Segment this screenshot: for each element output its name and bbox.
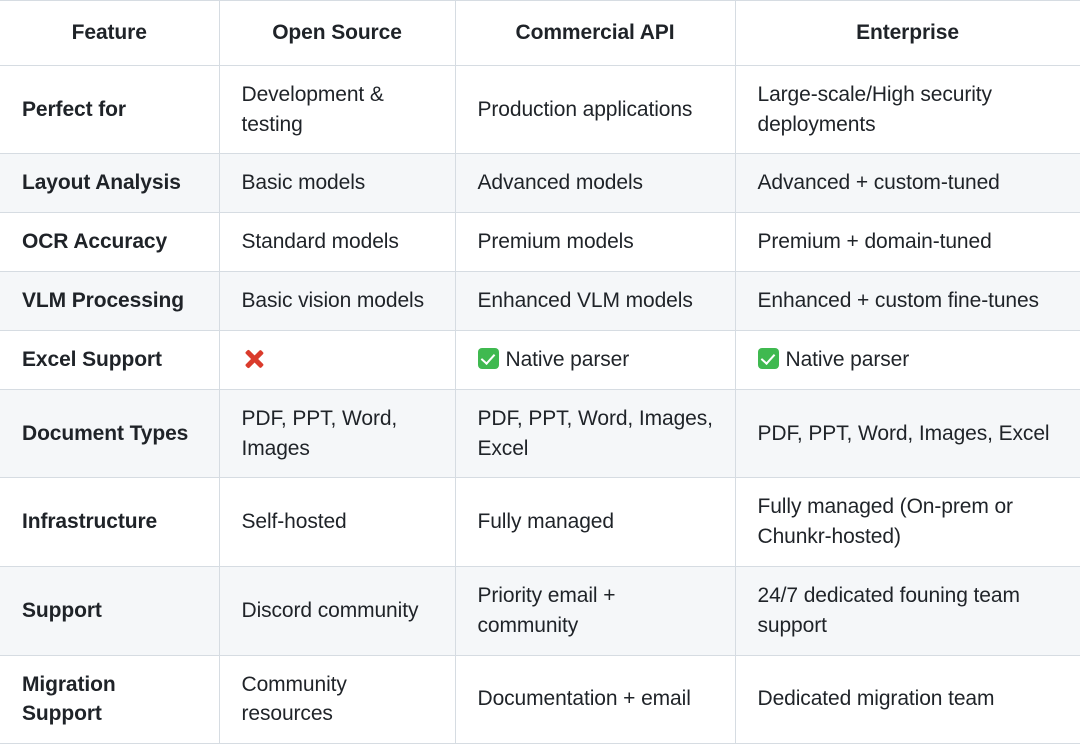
row-label-support: Support — [0, 566, 220, 656]
cell-commercial-api: Documentation + email — [455, 655, 736, 745]
cell-commercial-api: Enhanced VLM models — [455, 271, 736, 331]
cell-open-source: PDF, PPT, Word, Images — [219, 389, 456, 479]
row-label-excel-support: Excel Support — [0, 330, 220, 390]
cell-commercial-api: Premium models — [455, 212, 736, 273]
cell-commercial-api-label: Native parser — [505, 347, 630, 371]
cell-enterprise: Enhanced + custom fine-tunes — [735, 271, 1080, 331]
row-label-vlm-processing: VLM Processing — [0, 271, 220, 331]
row-label-ocr-accuracy: OCR Accuracy — [0, 212, 220, 273]
table-row: OCR Accuracy Standard models Premium mod… — [0, 212, 1080, 273]
table-row: VLM Processing Basic vision models Enhan… — [0, 271, 1080, 331]
cell-enterprise: 24/7 dedicated founing team support — [735, 566, 1080, 656]
table-row: Migration Support Community resources Do… — [0, 655, 1080, 745]
cell-commercial-api: Priority email + community — [455, 566, 736, 656]
cell-open-source: Basic vision models — [219, 271, 456, 331]
row-label-perfect-for: Perfect for — [0, 65, 220, 155]
cell-enterprise: Native parser — [735, 330, 1080, 390]
table-header: Feature Open Source Commercial API Enter… — [0, 0, 1080, 66]
table-body: Perfect for Development & testing Produc… — [0, 65, 1080, 745]
column-header-enterprise: Enterprise — [735, 0, 1080, 66]
cell-open-source: Standard models — [219, 212, 456, 273]
check-mark-button-icon — [757, 347, 779, 369]
table-row: Perfect for Development & testing Produc… — [0, 65, 1080, 155]
row-label-infrastructure: Infrastructure — [0, 477, 220, 567]
cell-enterprise: PDF, PPT, Word, Images, Excel — [735, 389, 1080, 479]
table-row: Layout Analysis Basic models Advanced mo… — [0, 153, 1080, 214]
check-mark-button-icon — [477, 347, 499, 369]
cross-mark-icon — [242, 347, 266, 371]
column-header-feature: Feature — [0, 0, 220, 66]
cell-open-source: Discord community — [219, 566, 456, 656]
cell-commercial-api: Fully managed — [455, 477, 736, 567]
cell-open-source: Self-hosted — [219, 477, 456, 567]
row-label-document-types: Document Types — [0, 389, 220, 479]
table-row: Excel Support Native parser Native parse… — [0, 330, 1080, 390]
row-label-layout-analysis: Layout Analysis — [0, 153, 220, 214]
cell-open-source: Development & testing — [219, 65, 456, 155]
cell-enterprise: Dedicated migration team — [735, 655, 1080, 745]
cell-enterprise: Premium + domain-tuned — [735, 212, 1080, 273]
cell-open-source — [219, 330, 456, 390]
cell-open-source: Basic models — [219, 153, 456, 214]
cell-enterprise: Fully managed (On-prem or Chunkr-hosted) — [735, 477, 1080, 567]
column-header-open-source: Open Source — [219, 0, 456, 66]
table-row: Infrastructure Self-hosted Fully managed… — [0, 477, 1080, 567]
cell-enterprise: Advanced + custom-tuned — [735, 153, 1080, 214]
cell-enterprise: Large-scale/High security deployments — [735, 65, 1080, 155]
cell-commercial-api: Advanced models — [455, 153, 736, 214]
cell-enterprise-label: Native parser — [785, 347, 910, 371]
cell-commercial-api: Native parser — [455, 330, 736, 390]
table-row: Document Types PDF, PPT, Word, Images PD… — [0, 389, 1080, 479]
table-header-row: Feature Open Source Commercial API Enter… — [0, 0, 1080, 66]
column-header-commercial-api: Commercial API — [455, 0, 736, 66]
row-label-migration-support: Migration Support — [0, 655, 220, 745]
cell-commercial-api: PDF, PPT, Word, Images, Excel — [455, 389, 736, 479]
cell-commercial-api: Production applications — [455, 65, 736, 155]
cell-open-source: Community resources — [219, 655, 456, 745]
table-row: Support Discord community Priority email… — [0, 566, 1080, 656]
